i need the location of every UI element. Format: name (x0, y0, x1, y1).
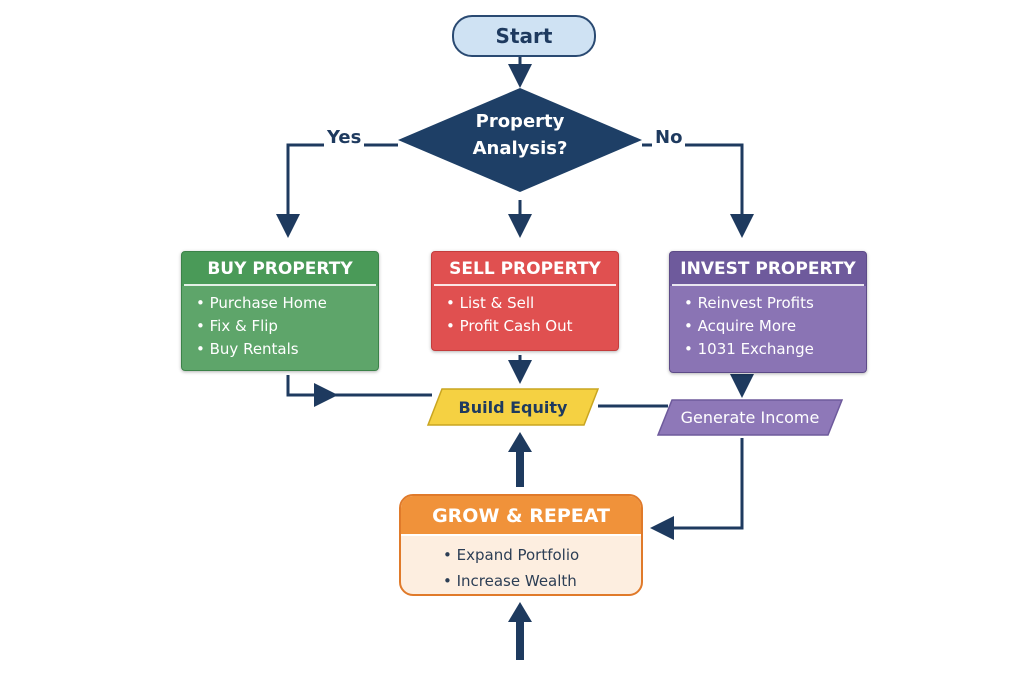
start-node: Start (452, 15, 596, 57)
list-item: 1031 Exchange (684, 338, 866, 361)
generate-income-label: Generate Income (680, 408, 820, 427)
no-label: No (652, 127, 686, 148)
buy-title: BUY PROPERTY (184, 252, 376, 286)
list-item: List & Sell (446, 292, 618, 315)
list-item: Increase Wealth (443, 568, 641, 594)
list-item: Acquire More (684, 315, 866, 338)
decision-line1: Property (475, 111, 565, 132)
arrow-buy-equity (286, 375, 432, 397)
arrow-income-grow (650, 438, 744, 540)
thick-arrow-into-grow (516, 620, 524, 660)
grow-repeat-box: GROW & REPEAT Expand PortfolioIncrease W… (399, 494, 643, 596)
yes-label: Yes (324, 127, 365, 148)
list-item: Profit Cash Out (446, 315, 618, 338)
buy-property-box: BUY PROPERTY Purchase HomeFix & FlipBuy … (181, 251, 379, 371)
arrow-yes (276, 143, 398, 238)
grow-title: GROW & REPEAT (401, 496, 641, 536)
list-item: Purchase Home (196, 292, 378, 315)
invest-property-box: INVEST PROPERTY Reinvest ProfitsAcquire … (669, 251, 867, 373)
list-item: Buy Rentals (196, 338, 378, 361)
arrow-no (642, 143, 754, 238)
list-item: Reinvest Profits (684, 292, 866, 315)
build-equity-label: Build Equity (458, 397, 568, 417)
decision-diamond (398, 88, 642, 192)
sell-title: SELL PROPERTY (434, 252, 616, 286)
decision-line2: Analysis? (472, 138, 568, 159)
list-item: Expand Portfolio (443, 542, 641, 568)
sell-property-box: SELL PROPERTY List & SellProfit Cash Out (431, 251, 619, 351)
thick-arrow-grow-equity (516, 450, 524, 487)
generate-income-shape (656, 399, 844, 436)
list-item: Fix & Flip (196, 315, 378, 338)
invest-title: INVEST PROPERTY (672, 252, 864, 286)
build-equity-shape (426, 388, 600, 426)
start-label: Start (495, 24, 553, 48)
